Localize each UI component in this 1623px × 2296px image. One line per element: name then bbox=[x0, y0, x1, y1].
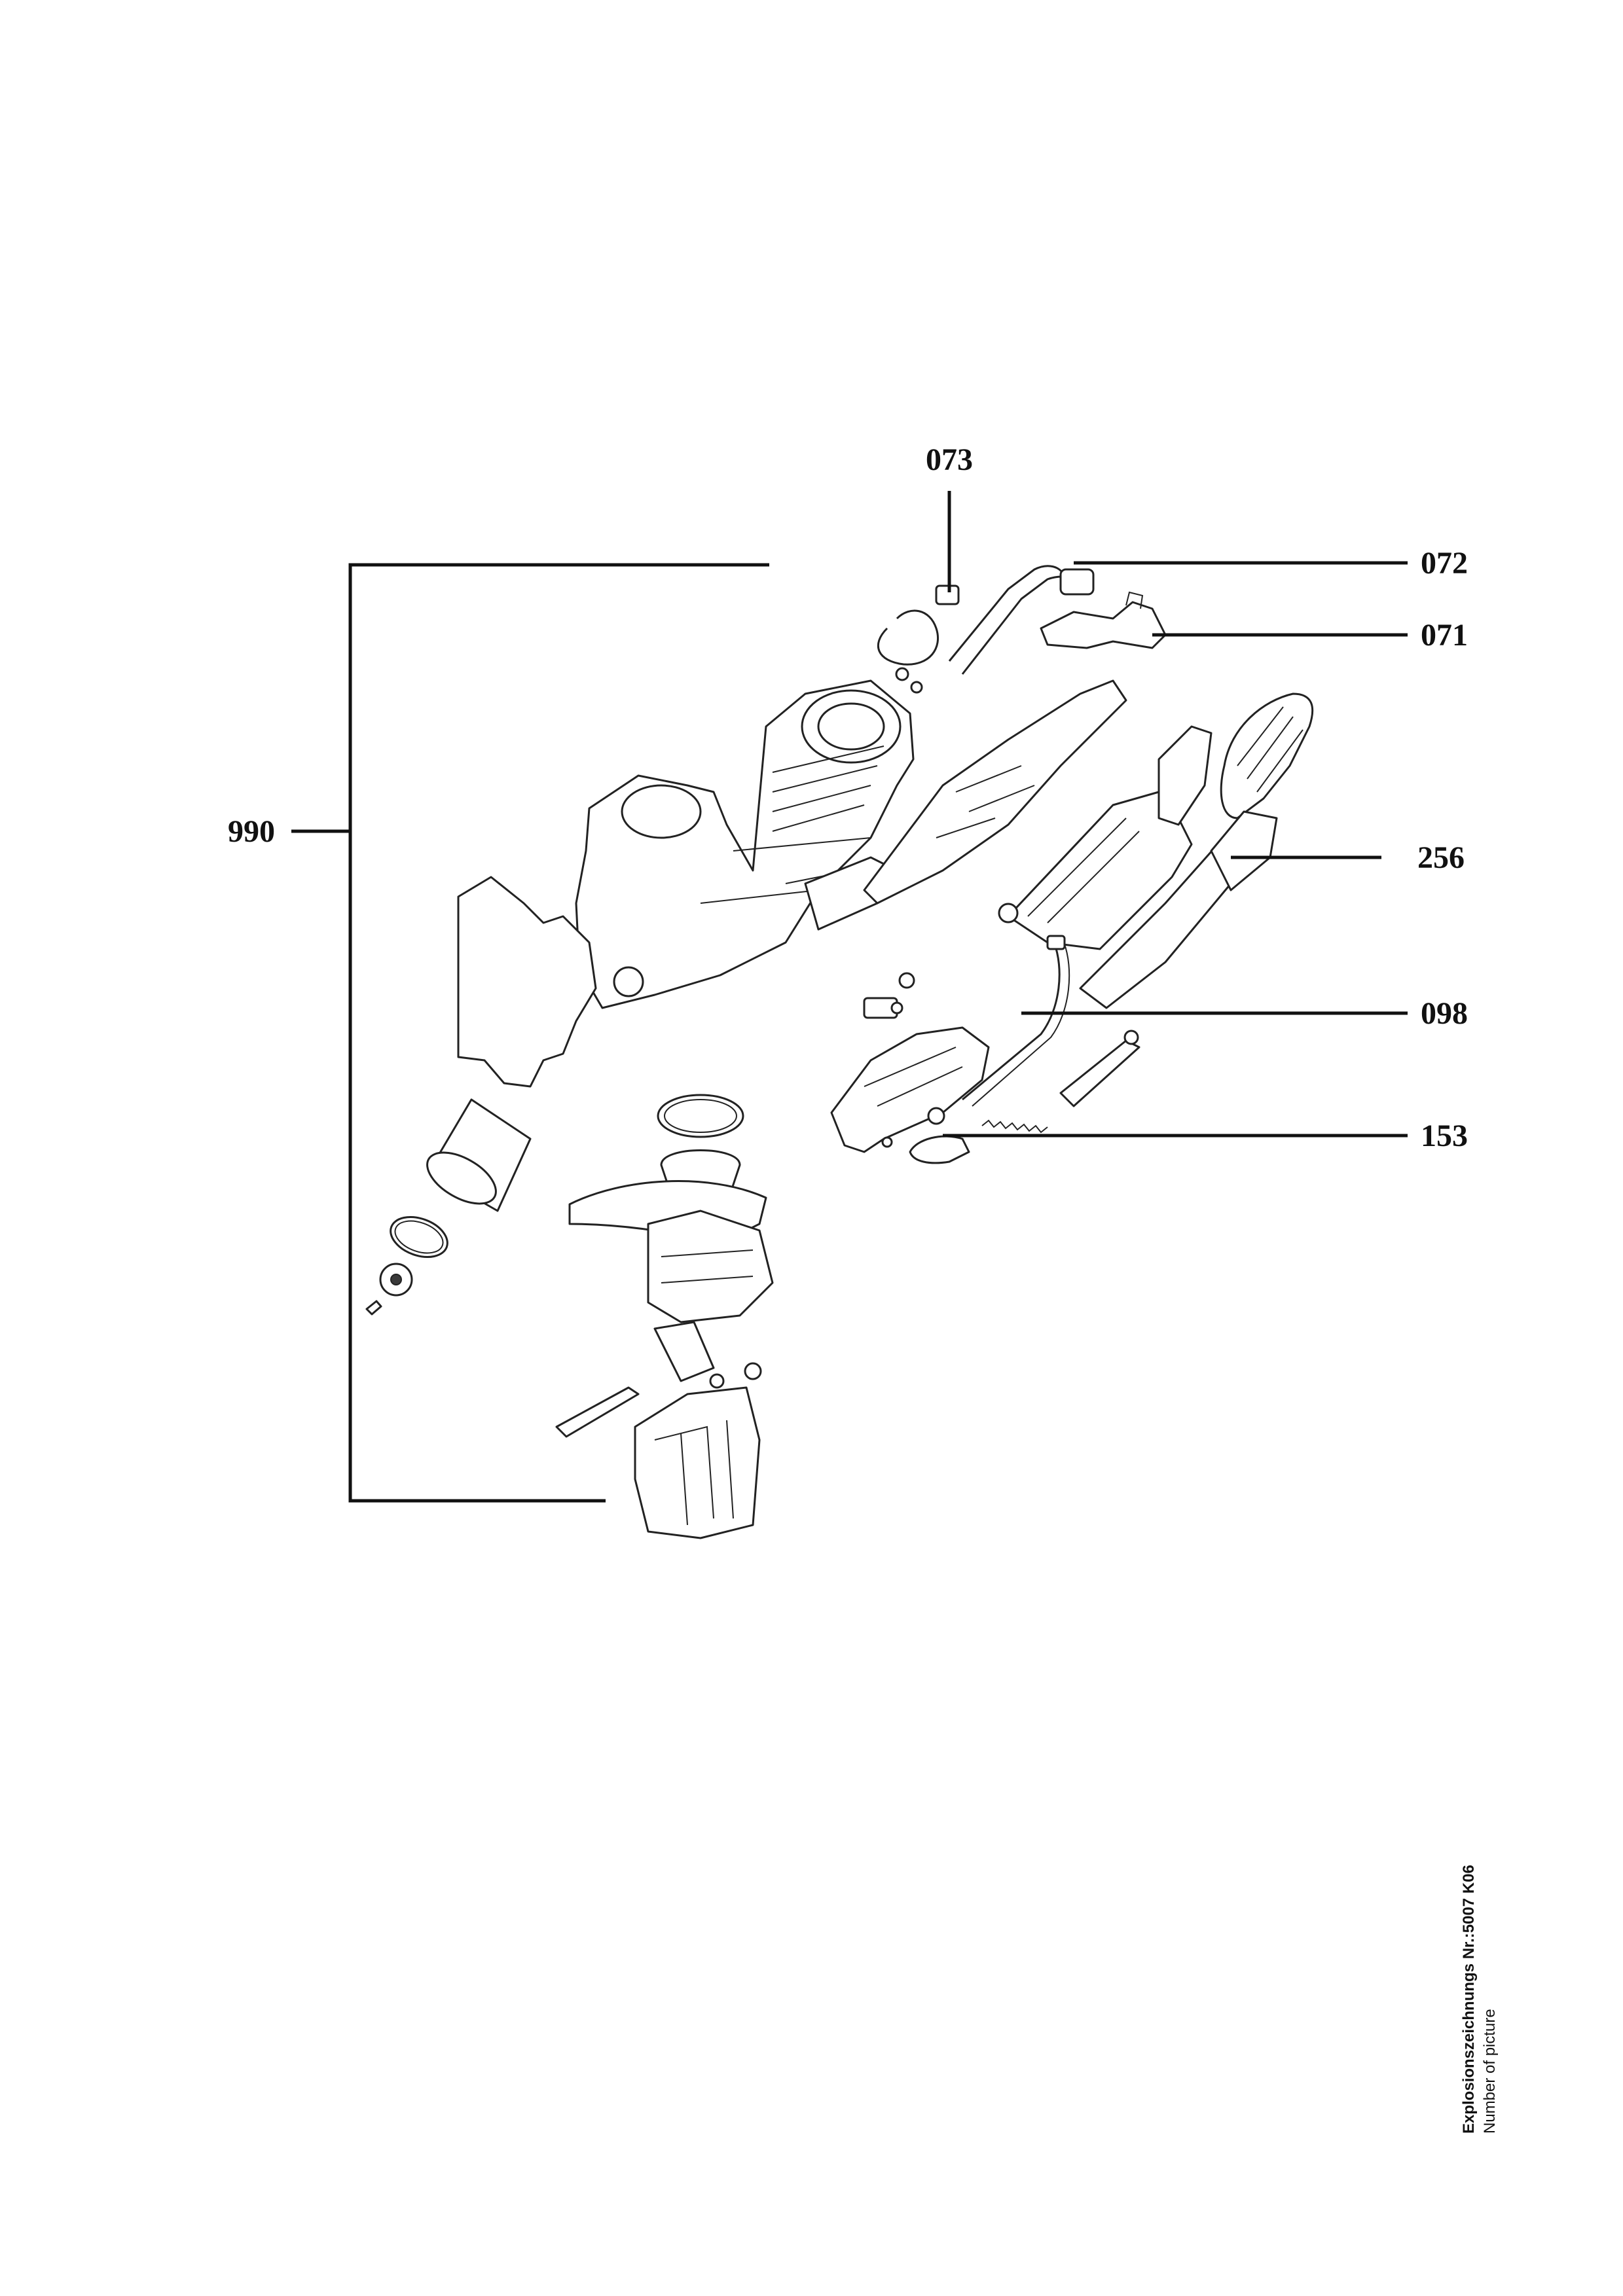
caption-title: Explosionszeichnungs Nr.:5007 K06 bbox=[1460, 1865, 1478, 2134]
callout-072: 072 bbox=[1421, 546, 1468, 581]
leader-990-bracket bbox=[348, 563, 769, 1503]
funnel-assembly bbox=[568, 1094, 774, 1382]
flap-panel bbox=[457, 876, 597, 1088]
plate-panel bbox=[863, 679, 1127, 905]
callout-071: 071 bbox=[1421, 618, 1468, 653]
caption-subtitle: Number of picture bbox=[1481, 2009, 1499, 2134]
part-drawings bbox=[365, 565, 1314, 1539]
tray-frame bbox=[998, 692, 1314, 1009]
callout-990: 990 bbox=[228, 814, 275, 849]
filter-cartridge bbox=[365, 1098, 532, 1316]
base-block bbox=[555, 1362, 762, 1539]
callout-256: 256 bbox=[1417, 840, 1465, 875]
spring-assembly bbox=[881, 1030, 1140, 1164]
callout-153: 153 bbox=[1421, 1119, 1468, 1153]
callouts: 073 072 071 990 256 098 153 bbox=[228, 442, 1468, 1153]
lower-bracket bbox=[830, 972, 990, 1153]
bracket-part bbox=[1040, 591, 1167, 649]
main-housing bbox=[575, 679, 915, 1009]
callout-098: 098 bbox=[1421, 996, 1468, 1031]
leader-lines bbox=[291, 491, 1408, 1503]
callout-073: 073 bbox=[926, 442, 973, 477]
caption-rotated: Explosionszeichnungs Nr.:5007 K06 Number… bbox=[1460, 1865, 1499, 2134]
hose-assembly bbox=[877, 565, 1095, 694]
